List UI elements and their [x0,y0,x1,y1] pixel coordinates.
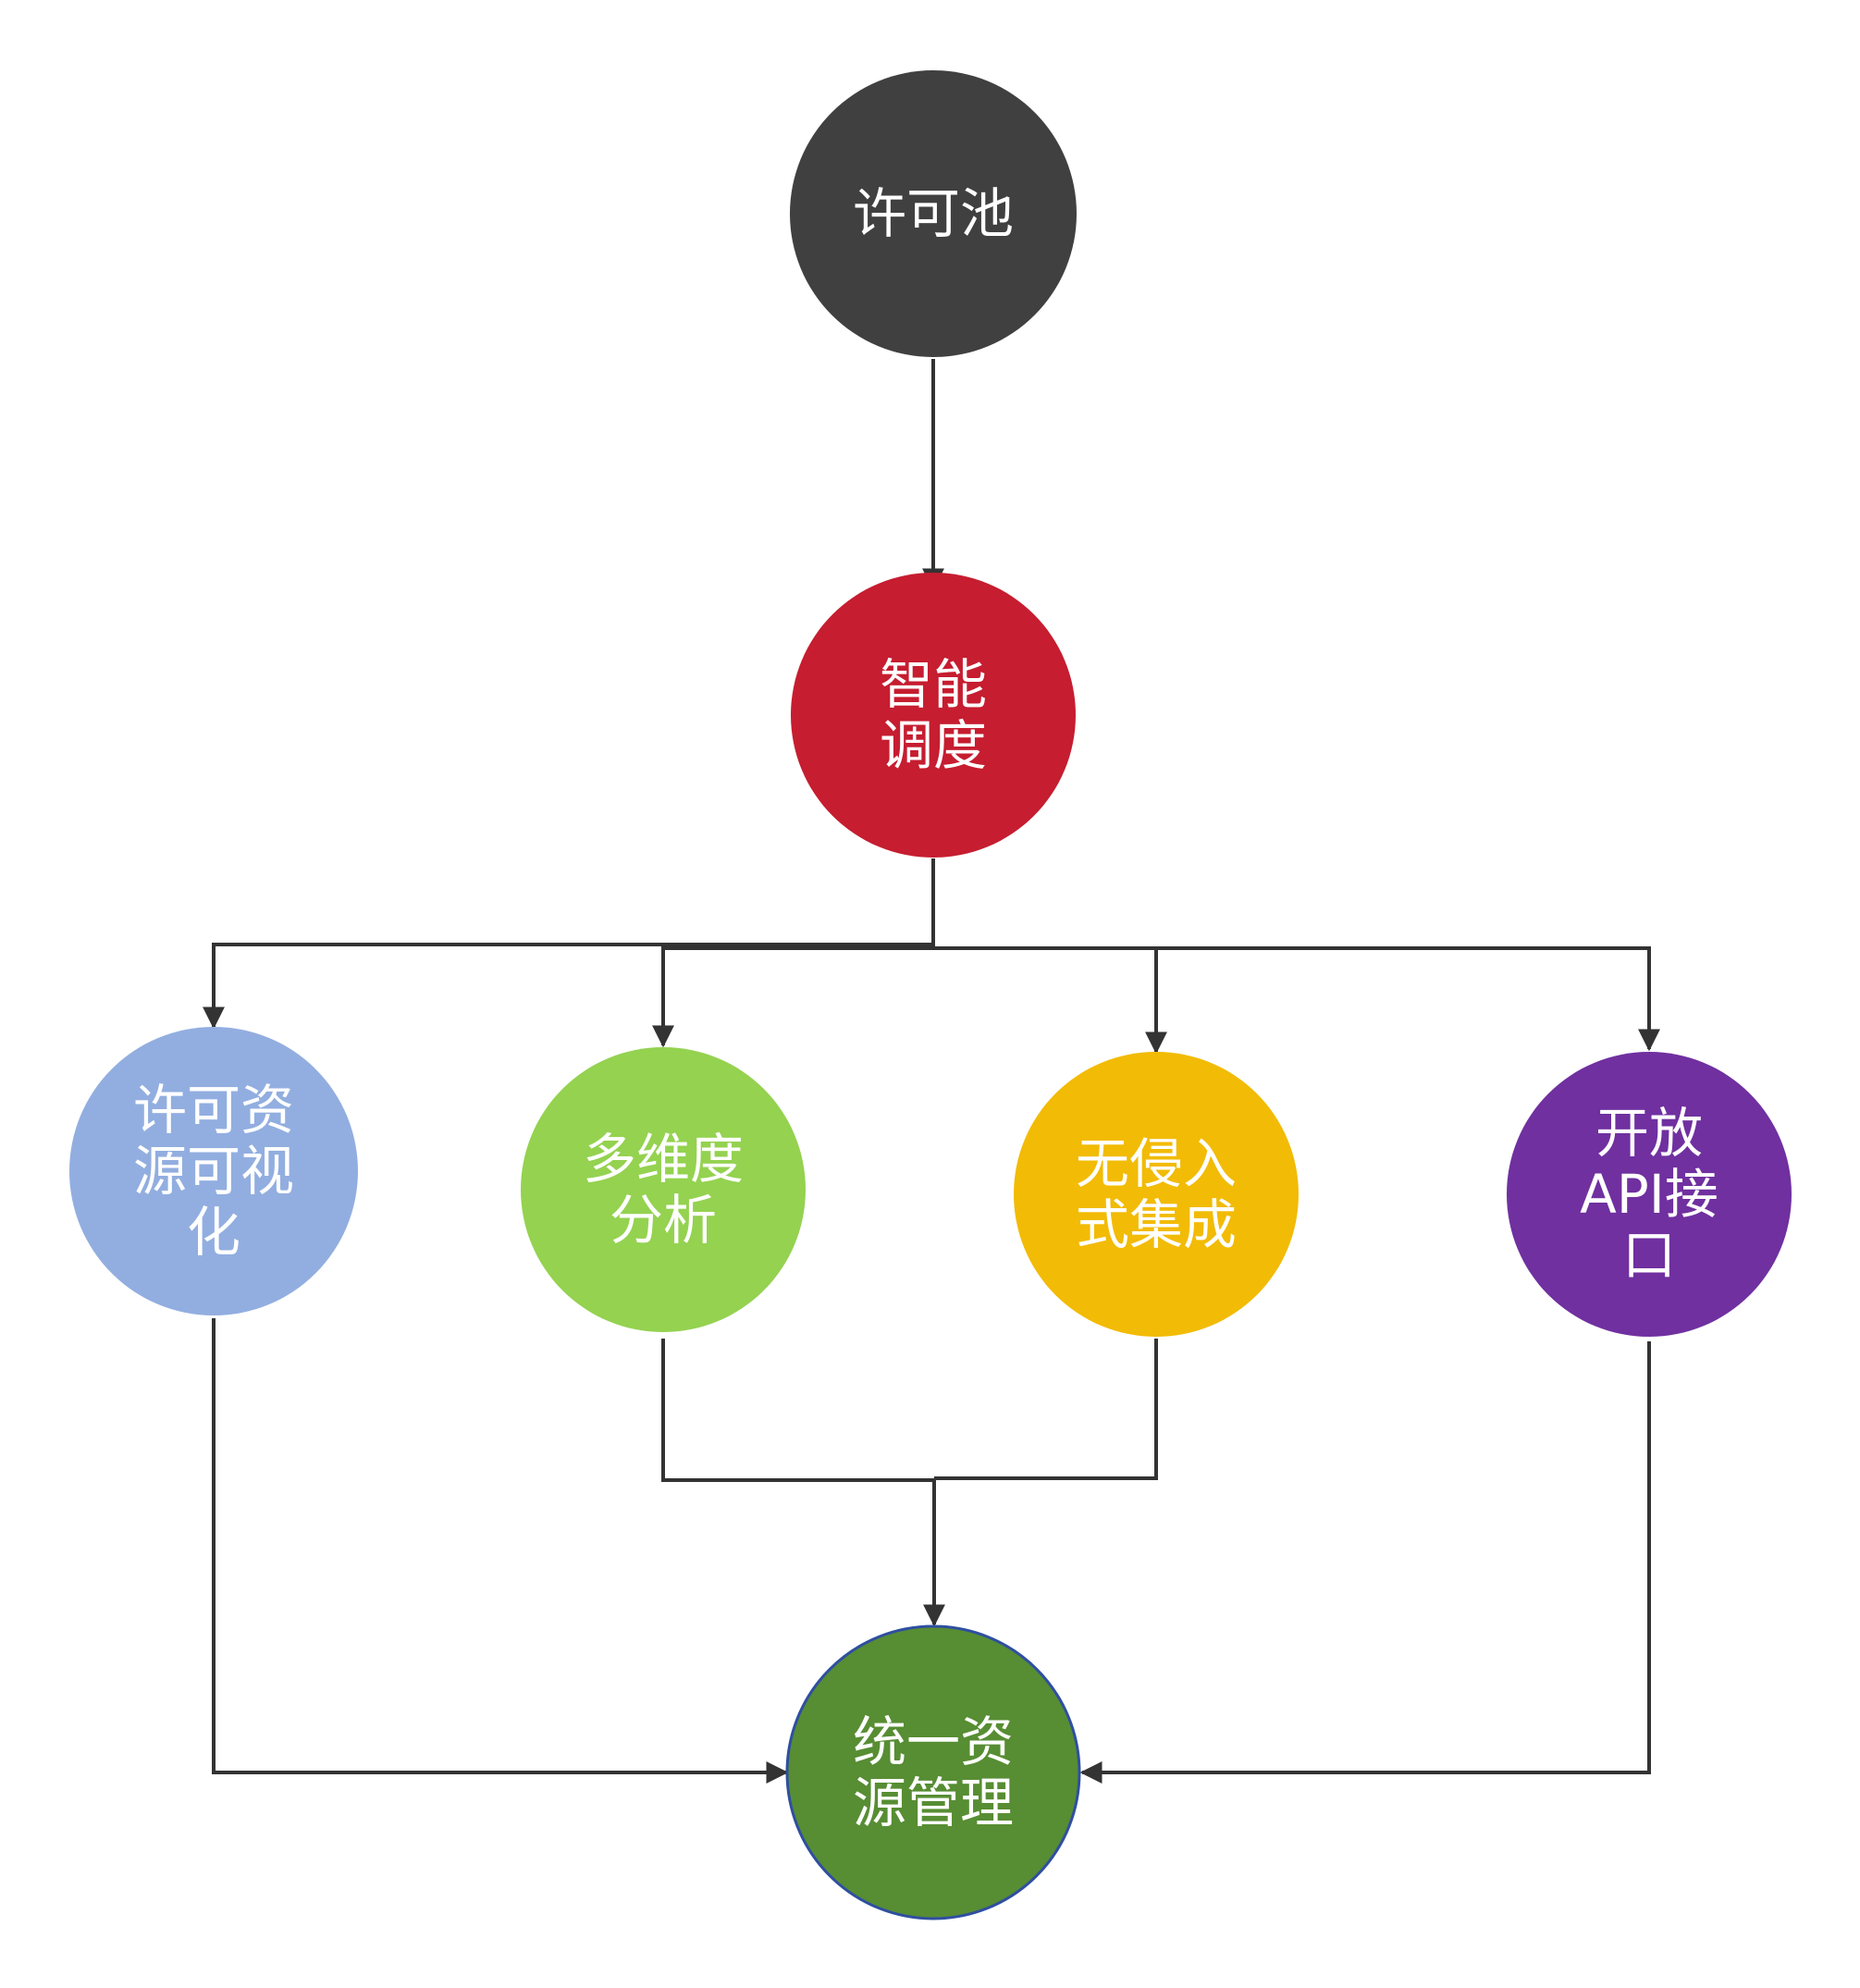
node-label: 许可资 [133,1079,294,1142]
node-label: 智能 [880,653,987,716]
node-circle [1014,1052,1299,1337]
node-circle [790,70,1077,357]
node-label: 开放 [1595,1102,1703,1165]
node-label: 调度 [880,714,987,777]
edge-integration-unified [934,1339,1158,1480]
node-label: 无侵入 [1076,1132,1237,1195]
node-label: 多维度 [583,1128,744,1191]
node-pool: 许可池 [790,70,1077,357]
node-circle [521,1047,806,1332]
node-label: 统一资 [853,1710,1014,1773]
node-circle [785,1624,1081,1920]
node-label: 式集成 [1076,1193,1237,1256]
node-label: 口 [1622,1224,1676,1287]
edge-schedule-integration [933,946,1167,1055]
node-circle [1507,1052,1792,1337]
edge-schedule-api [1156,946,1660,1052]
node-label: API接 [1580,1163,1718,1226]
edges [203,359,1660,1784]
node-label: 源可视 [133,1140,294,1203]
edge-visual-unified [212,1318,789,1784]
edge-api-unified [1079,1341,1651,1784]
node-label: 化 [187,1201,240,1264]
node-label: 源管理 [853,1772,1014,1834]
node-label: 分析 [610,1189,717,1252]
node-label: 许可池 [853,182,1014,245]
node-circle [791,573,1076,858]
node-circle [69,1027,358,1315]
edge-schedule-analysis [652,946,933,1048]
edge-schedule-visual [203,858,935,1030]
edge-analysis-unified [661,1339,945,1627]
